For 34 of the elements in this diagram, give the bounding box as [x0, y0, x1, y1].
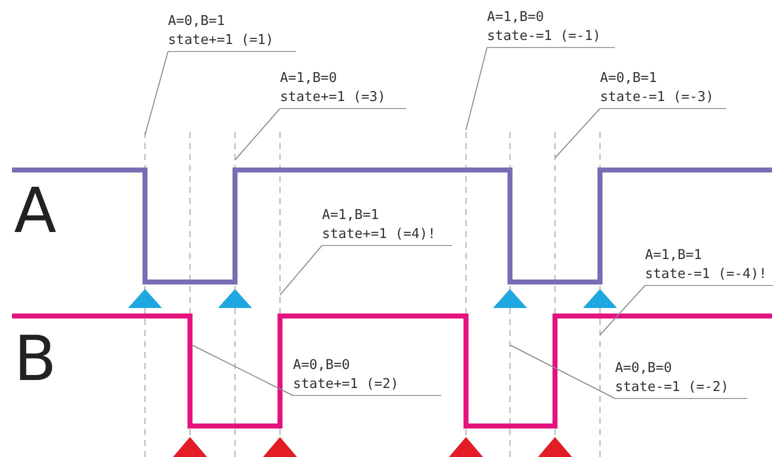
callout-text: state+=1 (=4)! [322, 225, 437, 244]
callout-text: A=0,B=0 [615, 359, 673, 378]
callout-text: A=1,B=1 [322, 206, 380, 225]
callout [600, 69, 726, 109]
callout-text: A=0,B=0 [293, 356, 351, 375]
callout-text: state+=1 (=3) [280, 88, 387, 107]
callout-text: state-=1 (=-2) [615, 378, 730, 397]
signal-name: B [14, 328, 57, 390]
leader-line [554, 108, 600, 158]
callout [280, 69, 406, 109]
leader-line [234, 108, 280, 160]
callout [322, 206, 452, 246]
callout [293, 356, 441, 396]
callout [615, 359, 747, 399]
callout-text: state+=1 (=2) [293, 375, 400, 394]
callout [487, 8, 615, 48]
leader-line [280, 245, 322, 296]
callout-text: A=1,B=0 [487, 8, 545, 27]
callout-text: A=0,B=1 [600, 69, 658, 88]
callout-text: A=0,B=1 [168, 12, 226, 31]
callout-text: A=1,B=1 [645, 246, 703, 265]
callout [645, 246, 773, 286]
callout-text: state-=1 (=-3) [600, 88, 715, 107]
callout-text: A=1,B=0 [280, 69, 338, 88]
leader-line [466, 47, 488, 130]
leader-line [510, 344, 616, 399]
callout-text: state-=1 (=-4)! [645, 265, 768, 284]
callout-text: state-=1 (=-1) [487, 27, 602, 46]
callout-text: state+=1 (=1) [168, 31, 275, 50]
leader-line [144, 51, 168, 136]
signal-name: A [14, 180, 56, 242]
leader-line [192, 344, 294, 396]
callout [168, 12, 296, 52]
leader-line [600, 285, 646, 336]
